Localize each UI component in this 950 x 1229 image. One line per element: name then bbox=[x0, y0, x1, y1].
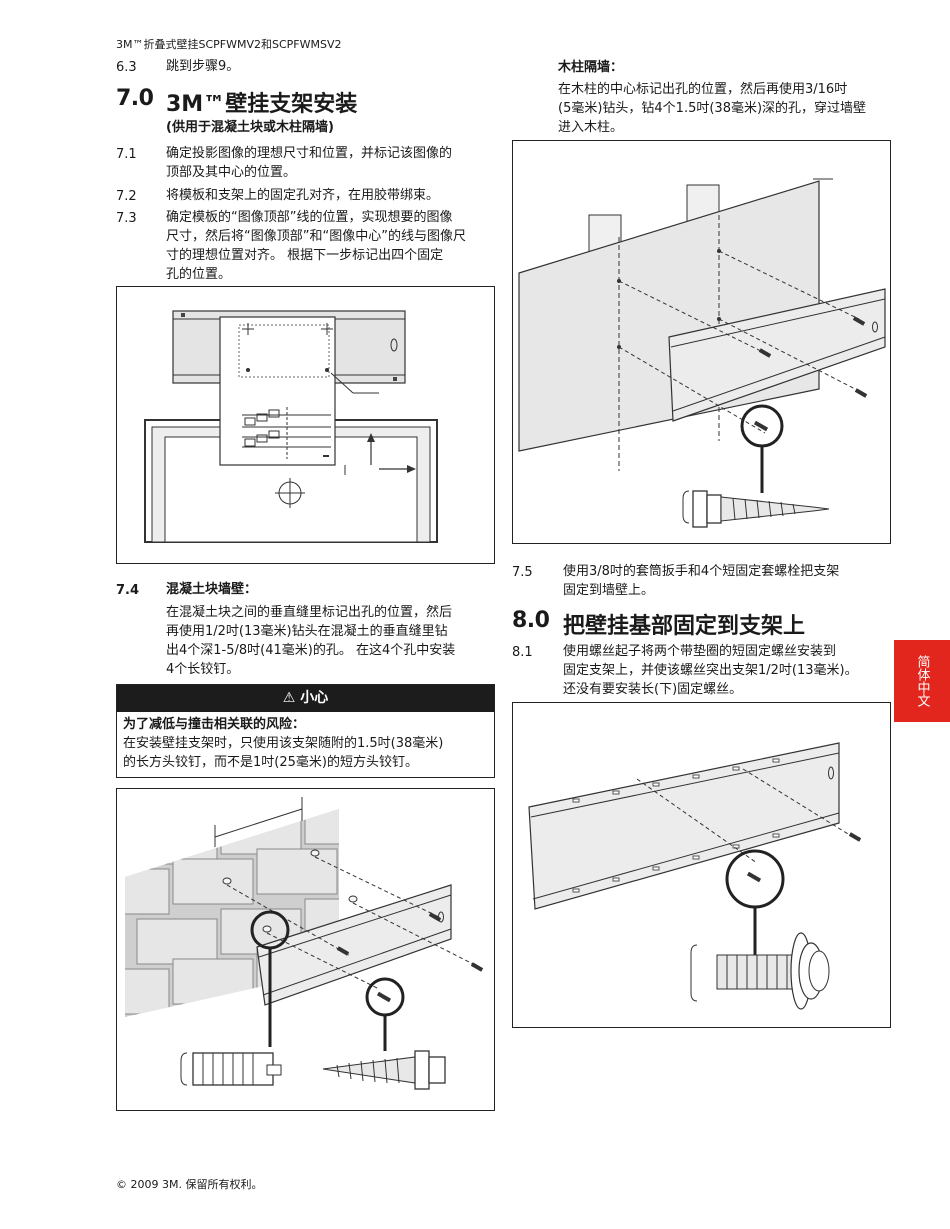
step-number: 7.5 bbox=[512, 565, 533, 580]
step-number: 7.4 bbox=[116, 583, 140, 598]
step-text: 确定投影图像的理想尺寸和位置，并标记该图像的顶部及其中心的位置。 bbox=[166, 146, 453, 180]
step-text: 跳到步骤9。 bbox=[166, 59, 240, 74]
bracket-screw-diagram bbox=[512, 702, 891, 1028]
section-title: 3M™壁挂支架安装 bbox=[166, 92, 358, 117]
step-text: 在混凝土块之间的垂直缝里标记出孔的位置，然后再使用1/2吋(13毫米)钻头在混凝… bbox=[166, 605, 456, 677]
section-number: 8.0 bbox=[512, 608, 550, 633]
language-tab: 简体中文 bbox=[894, 640, 950, 722]
section-subtitle: (供用于混凝土块或木柱隔墙) bbox=[166, 120, 334, 135]
step-title: 混凝土块墙壁： bbox=[166, 582, 258, 597]
step-number: 7.2 bbox=[116, 189, 137, 204]
step-text: 将模板和支架上的固定孔对齐，在用胶带绑束。 bbox=[166, 188, 440, 203]
step-text: 使用螺丝起子将两个带垫圈的短固定螺丝安装到固定支架上，并使该螺丝突出支架1/2吋… bbox=[563, 644, 858, 697]
caution-header: ⚠ 小心 bbox=[117, 685, 494, 712]
template-diagram bbox=[116, 286, 495, 564]
page-header: 3M™折叠式壁挂SCPFWMV2和SCPFWMSV2 bbox=[116, 38, 342, 51]
caution-box: ⚠ 小心 为了减低与撞击相关联的风险： 在安装壁挂支架时，只使用该支架随附的1.… bbox=[116, 684, 495, 778]
section-title: 把壁挂基部固定到支架上 bbox=[563, 614, 806, 639]
caution-body: 为了减低与撞击相关联的风险： 在安装壁挂支架时，只使用该支架随附的1.5吋(38… bbox=[123, 717, 444, 770]
wood-wall-title: 木柱隔墙： bbox=[558, 60, 624, 75]
step-text: 使用3/8吋的套筒扳手和4个短固定套螺栓把支架固定到墙壁上。 bbox=[563, 564, 840, 598]
step-number: 7.3 bbox=[116, 211, 137, 226]
step-number: 7.1 bbox=[116, 147, 137, 162]
step-number: 6.3 bbox=[116, 60, 137, 75]
step-text: 确定模板的“图像顶部”线的位置，实现想要的图像尺寸，然后将“图像顶部”和“图像中… bbox=[166, 210, 466, 282]
step-number: 8.1 bbox=[512, 645, 533, 660]
concrete-wall-diagram bbox=[116, 788, 495, 1111]
wood-stud-diagram bbox=[512, 140, 891, 544]
section-number: 7.0 bbox=[116, 86, 154, 111]
wood-wall-text: 在木柱的中心标记出孔的位置，然后再使用3/16吋(5毫米)钻头，钻4个1.5吋(… bbox=[558, 82, 867, 135]
page-footer: © 2009 3M. 保留所有权利。 bbox=[116, 1178, 263, 1191]
